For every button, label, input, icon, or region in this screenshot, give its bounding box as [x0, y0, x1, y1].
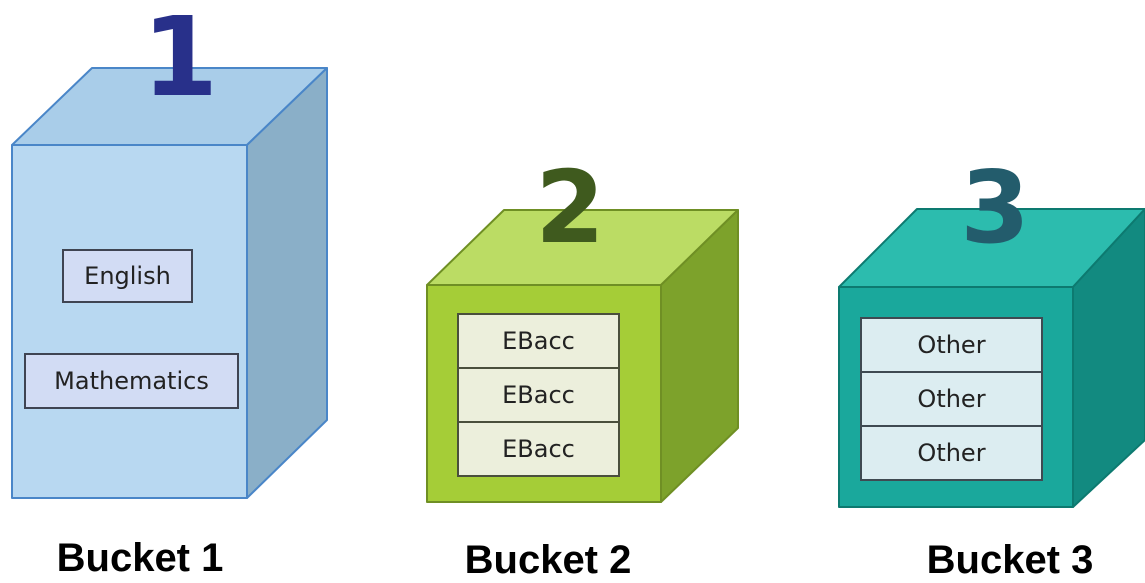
bucket-2-item-ebacc-2: EBacc — [457, 367, 620, 423]
bucket-3-item-other-2: Other — [860, 371, 1043, 427]
bucket-3-item-other-3: Other — [860, 425, 1043, 481]
bucket-3-caption: Bucket 3 — [926, 538, 1094, 582]
bucket-2-item-ebacc-1: EBacc — [457, 313, 620, 369]
bucket-2-caption: Bucket 2 — [464, 538, 632, 582]
bucket-1-front-face — [11, 144, 248, 499]
bucket-1-cube — [11, 67, 328, 499]
bucket-2-item-ebacc-3: EBacc — [457, 421, 620, 477]
bucket-1-item-mathematics: Mathematics — [24, 353, 239, 409]
bucket-3-number: 3 — [960, 149, 1030, 266]
bucket-3-item-other-1: Other — [860, 317, 1043, 373]
bucket-1-caption: Bucket 1 — [56, 536, 224, 580]
bucket-2-number: 2 — [535, 149, 605, 266]
bucket-1-side-face — [246, 67, 328, 499]
bucket-1-item-english: English — [62, 249, 193, 303]
bucket-1-number: 1 — [141, 0, 219, 121]
